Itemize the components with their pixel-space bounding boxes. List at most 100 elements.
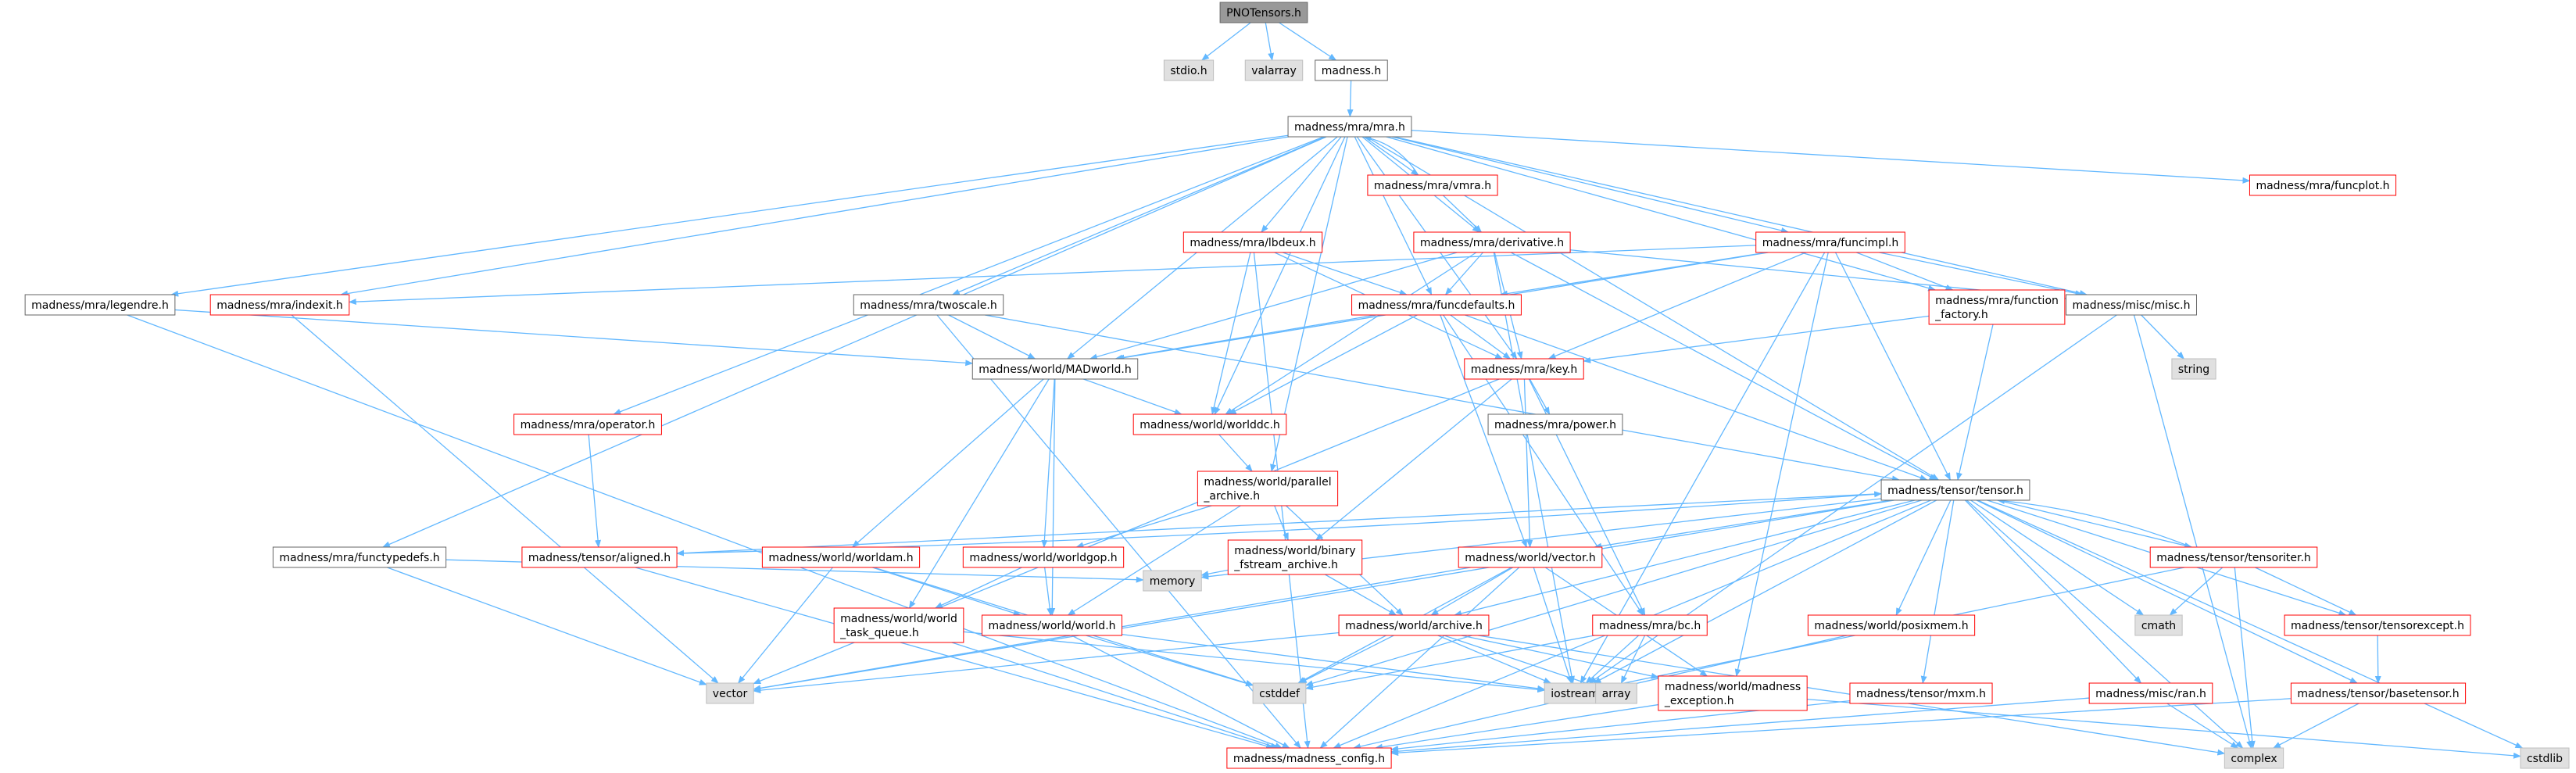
node-label-cmath-line1: cmath	[2141, 620, 2176, 632]
node-misc[interactable]: madness/misc/misc.h	[2066, 294, 2197, 316]
edge-archive-to-iostream	[1437, 635, 1552, 684]
node-label-mra_h-line1: madness/mra/mra.h	[1294, 121, 1405, 134]
node-function_factory[interactable]: madness/mra/function_factory.h	[1928, 289, 2066, 325]
node-posixmem[interactable]: madness/world/posixmem.h	[1807, 614, 1976, 636]
edge-funcdefaults-to-bc	[1443, 314, 1644, 616]
node-madworld[interactable]: madness/world/MADworld.h	[971, 358, 1139, 380]
node-world_task_queue[interactable]: madness/world/world_task_queue.h	[833, 607, 964, 643]
edge-tensor-to-vector	[1594, 499, 1891, 549]
node-label-cstdlib-line1: cstdlib	[2527, 753, 2563, 765]
node-box-cstddef	[1252, 682, 1307, 704]
edge-mra_h-to-misc	[1394, 136, 2088, 296]
node-basetensor[interactable]: madness/tensor/basetensor.h	[2290, 682, 2467, 704]
node-bc[interactable]: madness/mra/bc.h	[1592, 614, 1708, 636]
node-label-functypedefs-line1: madness/mra/functypedefs.h	[279, 552, 439, 564]
node-operator[interactable]: madness/mra/operator.h	[513, 413, 662, 435]
node-archive[interactable]: madness/world/archive.h	[1338, 614, 1490, 636]
node-label-madness_exception-line2: _exception.h	[1664, 695, 1734, 707]
edge-funcdefaults-to-tensor	[1465, 314, 1928, 481]
edge-lbdeux-to-funcdefaults	[1282, 252, 1408, 295]
node-label-indexit-line1: madness/mra/indexit.h	[216, 299, 343, 312]
edge-world_h-to-cstddef	[1086, 635, 1254, 687]
node-box-legendre	[24, 294, 176, 316]
node-box-function_factory	[1928, 289, 2066, 325]
node-parallel_archive[interactable]: madness/world/parallel_archive.h	[1197, 471, 1339, 506]
node-derivative[interactable]: madness/mra/derivative.h	[1413, 231, 1571, 253]
edge-mra_h-to-function_factory	[1386, 136, 1937, 292]
node-iostream: iostream	[1544, 682, 1606, 704]
edge-tensoriter-to-cmath	[2169, 567, 2224, 616]
node-box-stdio	[1163, 59, 1215, 81]
node-box-mra_h	[1287, 116, 1412, 138]
node-tensor[interactable]: madness/tensor/tensor.h	[1880, 479, 2030, 501]
node-box-vector	[1458, 546, 1603, 568]
node-tensorexcept[interactable]: madness/tensor/tensorexcept.h	[2284, 614, 2471, 636]
edge-function_factory-to-tensor	[1956, 324, 1994, 481]
node-worldam[interactable]: madness/world/worldam.h	[761, 546, 921, 568]
node-string: string	[2171, 358, 2216, 380]
node-madness_h[interactable]: madness.h	[1315, 59, 1388, 81]
node-madness_exception[interactable]: madness/world/madness_exception.h	[1658, 675, 1808, 711]
edge-parallel_archive-to-world_h	[1067, 505, 1241, 616]
node-vector[interactable]: madness/world/vector.h	[1458, 546, 1603, 568]
edge-function_factory-to-key	[1583, 315, 1930, 363]
node-indexit[interactable]: madness/mra/indexit.h	[209, 294, 350, 316]
node-key[interactable]: madness/mra/key.h	[1464, 358, 1584, 380]
edge-vector-to-madness_config	[1319, 567, 1520, 749]
node-box-parallel_archive	[1197, 471, 1339, 506]
node-label-array-line1: array	[1602, 688, 1631, 700]
node-funcdefaults[interactable]: madness/mra/funcdefaults.h	[1351, 294, 1522, 316]
node-functypedefs[interactable]: madness/mra/functypedefs.h	[272, 546, 447, 568]
node-mra_h[interactable]: madness/mra/mra.h	[1287, 116, 1412, 138]
edge-tensoriter-to-tensorexcept	[2255, 567, 2357, 616]
edge-key-to-power	[1529, 378, 1551, 415]
node-label-world_task_queue-line2: _task_queue.h	[839, 627, 919, 639]
node-worlddc[interactable]: madness/world/worlddc.h	[1132, 413, 1287, 435]
edge-basetensor-to-complex	[2273, 703, 2360, 749]
node-madness_config[interactable]: madness/madness_config.h	[1226, 747, 1392, 769]
node-box-bc	[1592, 614, 1708, 636]
node-label-twoscale-line1: madness/mra/twoscale.h	[860, 299, 997, 312]
node-legendre[interactable]: madness/mra/legendre.h	[24, 294, 176, 316]
edge-madness_exception-to-madness_config	[1374, 703, 1658, 750]
node-funcimpl[interactable]: madness/mra/funcimpl.h	[1755, 231, 1905, 253]
node-mxm[interactable]: madness/tensor/mxm.h	[1849, 682, 1993, 704]
edge-funcimpl-to-function_factory	[1856, 252, 1954, 291]
node-box-key	[1464, 358, 1584, 380]
node-world_h[interactable]: madness/world/world.h	[981, 614, 1123, 636]
edge-legendre-to-madworld	[174, 309, 974, 367]
node-twoscale[interactable]: madness/mra/twoscale.h	[853, 294, 1004, 316]
node-funcplot[interactable]: madness/mra/funcplot.h	[2249, 174, 2397, 196]
edge-worldam-to-vector_std	[737, 567, 833, 684]
edge-tensoriter-to-complex	[2234, 567, 2256, 749]
node-worldgop[interactable]: madness/world/worldgop.h	[962, 546, 1125, 568]
node-lbdeux[interactable]: madness/mra/lbdeux.h	[1182, 231, 1323, 253]
node-label-madworld-line1: madness/world/MADworld.h	[979, 363, 1131, 376]
edge-bc-to-cstddef	[1304, 635, 1595, 691]
node-vmra[interactable]: madness/mra/vmra.h	[1367, 174, 1498, 196]
edge-vector-to-archive	[1430, 567, 1514, 616]
node-power[interactable]: madness/mra/power.h	[1487, 413, 1623, 435]
node-tensoriter[interactable]: madness/tensor/tensoriter.h	[2149, 546, 2318, 568]
node-root[interactable]: PNOTensors.h	[1219, 2, 1308, 23]
node-binary_fstream[interactable]: madness/world/binary_fstream_archive.h	[1227, 539, 1363, 575]
node-box-string	[2171, 358, 2216, 380]
edge-parallel_archive-to-binary_fstream	[1274, 505, 1289, 541]
edge-madworld-to-world_task_queue	[908, 378, 1050, 609]
edge-lbdeux-to-worlddc	[1211, 252, 1251, 415]
node-label-legendre-line1: madness/mra/legendre.h	[31, 299, 169, 312]
node-vector_std: vector	[706, 682, 754, 704]
node-label-worldam-line1: madness/world/worldam.h	[768, 552, 913, 564]
node-box-madworld	[971, 358, 1139, 380]
edge-key-to-vector	[1523, 378, 1533, 548]
edge-funcimpl-to-key	[1547, 252, 1806, 360]
node-ran[interactable]: madness/misc/ran.h	[2088, 682, 2213, 704]
node-box-basetensor	[2290, 682, 2467, 704]
node-label-tensorexcept-line1: madness/tensor/tensorexcept.h	[2291, 620, 2464, 632]
node-aligned[interactable]: madness/tensor/aligned.h	[521, 546, 678, 568]
node-label-key-line1: madness/mra/key.h	[1471, 363, 1577, 376]
node-complex: complex	[2224, 747, 2284, 769]
node-array: array	[1595, 682, 1637, 704]
node-box-array	[1595, 682, 1637, 704]
